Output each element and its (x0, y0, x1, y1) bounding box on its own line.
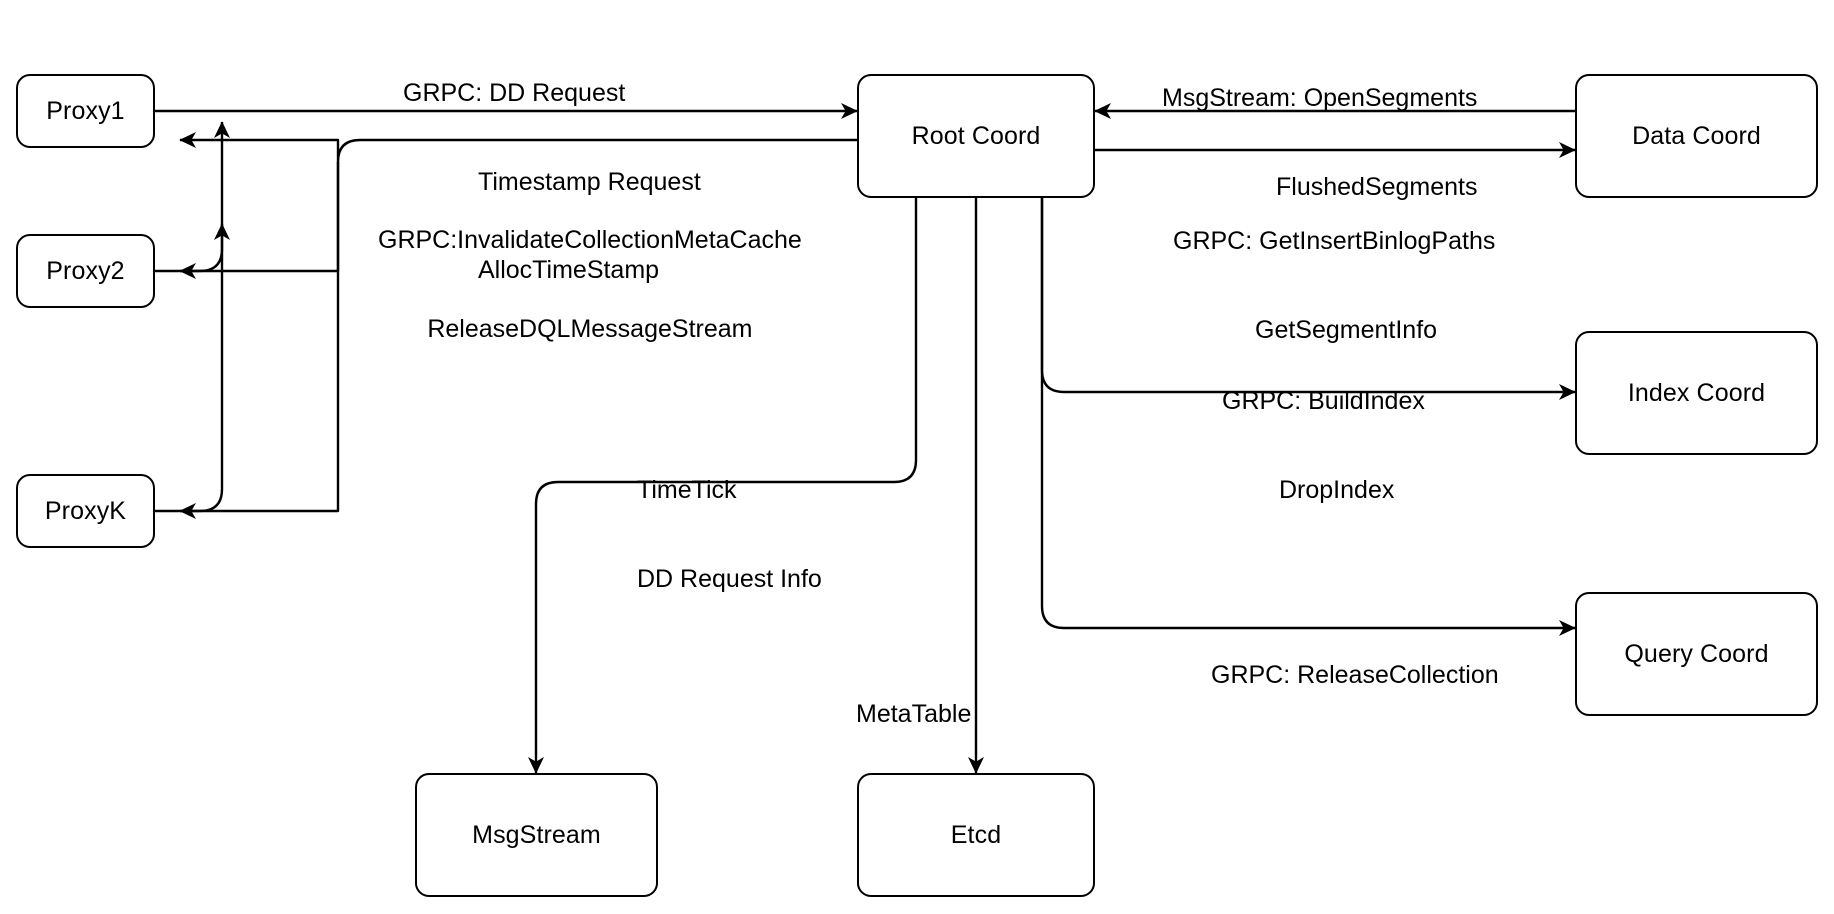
node-query-coord-label: Query Coord (1624, 640, 1769, 668)
edge-label-root-to-querycoord: GRPC: ReleaseCollection (1211, 602, 1499, 750)
node-proxyk[interactable]: ProxyK (16, 474, 155, 548)
edge-label-root-to-msgstream-line2: DD Request Info (637, 564, 822, 593)
edge-label-proxy-to-root-line2: Timestamp Request (478, 167, 701, 196)
edge-label-root-to-etcd: MetaTable (856, 641, 971, 789)
edge-label-root-to-datacoord-line1: GRPC: GetInsertBinlogPaths (1173, 227, 1496, 255)
edge-label-datacoord-to-root-line2: FlushedSegments (1276, 172, 1478, 201)
edge-rootcoord-to-msgstream (528, 198, 918, 774)
node-msgstream-label: MsgStream (472, 821, 601, 849)
node-data-coord[interactable]: Data Coord (1575, 74, 1818, 198)
edge-label-root-to-indexcoord-line2: DropIndex (1279, 475, 1395, 504)
node-query-coord[interactable]: Query Coord (1575, 592, 1818, 716)
edge-rootcoord-to-proxy1 (179, 132, 857, 164)
node-msgstream[interactable]: MsgStream (415, 773, 658, 897)
node-etcd-label: Etcd (950, 821, 1002, 849)
edge-label-root-to-etcd-line1: MetaTable (856, 700, 972, 728)
node-proxy2-label: Proxy2 (46, 257, 125, 285)
edge-label-root-to-proxy-line1: GRPC:InvalidateCollectionMetaCache (378, 226, 802, 254)
edge-rootcoord-to-proxy2 (179, 162, 340, 279)
edge-label-root-to-indexcoord: GRPC: BuildIndex DropIndex (1222, 328, 1425, 564)
edge-label-root-to-proxy-line2: ReleaseDQLMessageStream (427, 314, 753, 343)
edge-label-proxy-to-root-line1: GRPC: DD Request (403, 79, 626, 107)
node-index-coord-label: Index Coord (1627, 379, 1766, 407)
edge-rootcoord-to-proxyk (179, 162, 340, 519)
edge-label-proxy-to-root-line3: AllocTimeStamp (478, 256, 660, 284)
node-data-coord-label: Data Coord (1632, 122, 1761, 150)
edge-label-root-to-datacoord-line2: GetSegmentInfo (1255, 315, 1438, 344)
node-index-coord[interactable]: Index Coord (1575, 331, 1818, 455)
edge-rootcoord-to-querycoord (1040, 198, 1576, 636)
edge-proxy2-to-rootcoord (155, 121, 230, 273)
edge-proxyk-to-rootcoord (155, 223, 230, 513)
edge-label-root-to-datacoord: GRPC: GetInsertBinlogPaths GetSegmentInf… (1173, 168, 1495, 404)
node-root-coord[interactable]: Root Coord (857, 74, 1095, 198)
edge-label-datacoord-to-root: MsgStream: OpenSegments FlushedSegments (1162, 25, 1478, 261)
edge-label-proxy-to-root: GRPC: DD Request Timestamp Request Alloc… (403, 20, 701, 345)
edge-label-root-to-msgstream: TimeTick DD Request Info (637, 417, 822, 653)
node-proxyk-label: ProxyK (44, 497, 127, 525)
node-etcd[interactable]: Etcd (857, 773, 1095, 897)
edge-label-root-to-msgstream-line1: TimeTick (637, 476, 737, 504)
node-proxy2[interactable]: Proxy2 (16, 234, 155, 308)
edge-label-root-to-proxy: GRPC:InvalidateCollectionMetaCache Relea… (378, 167, 802, 403)
edge-label-datacoord-to-root-line1: MsgStream: OpenSegments (1162, 84, 1478, 112)
edge-label-root-to-indexcoord-line1: GRPC: BuildIndex (1222, 387, 1425, 415)
node-proxy1[interactable]: Proxy1 (16, 74, 155, 148)
node-proxy1-label: Proxy1 (46, 97, 125, 125)
edge-label-root-to-querycoord-line1: GRPC: ReleaseCollection (1211, 661, 1499, 689)
node-root-coord-label: Root Coord (911, 122, 1041, 150)
